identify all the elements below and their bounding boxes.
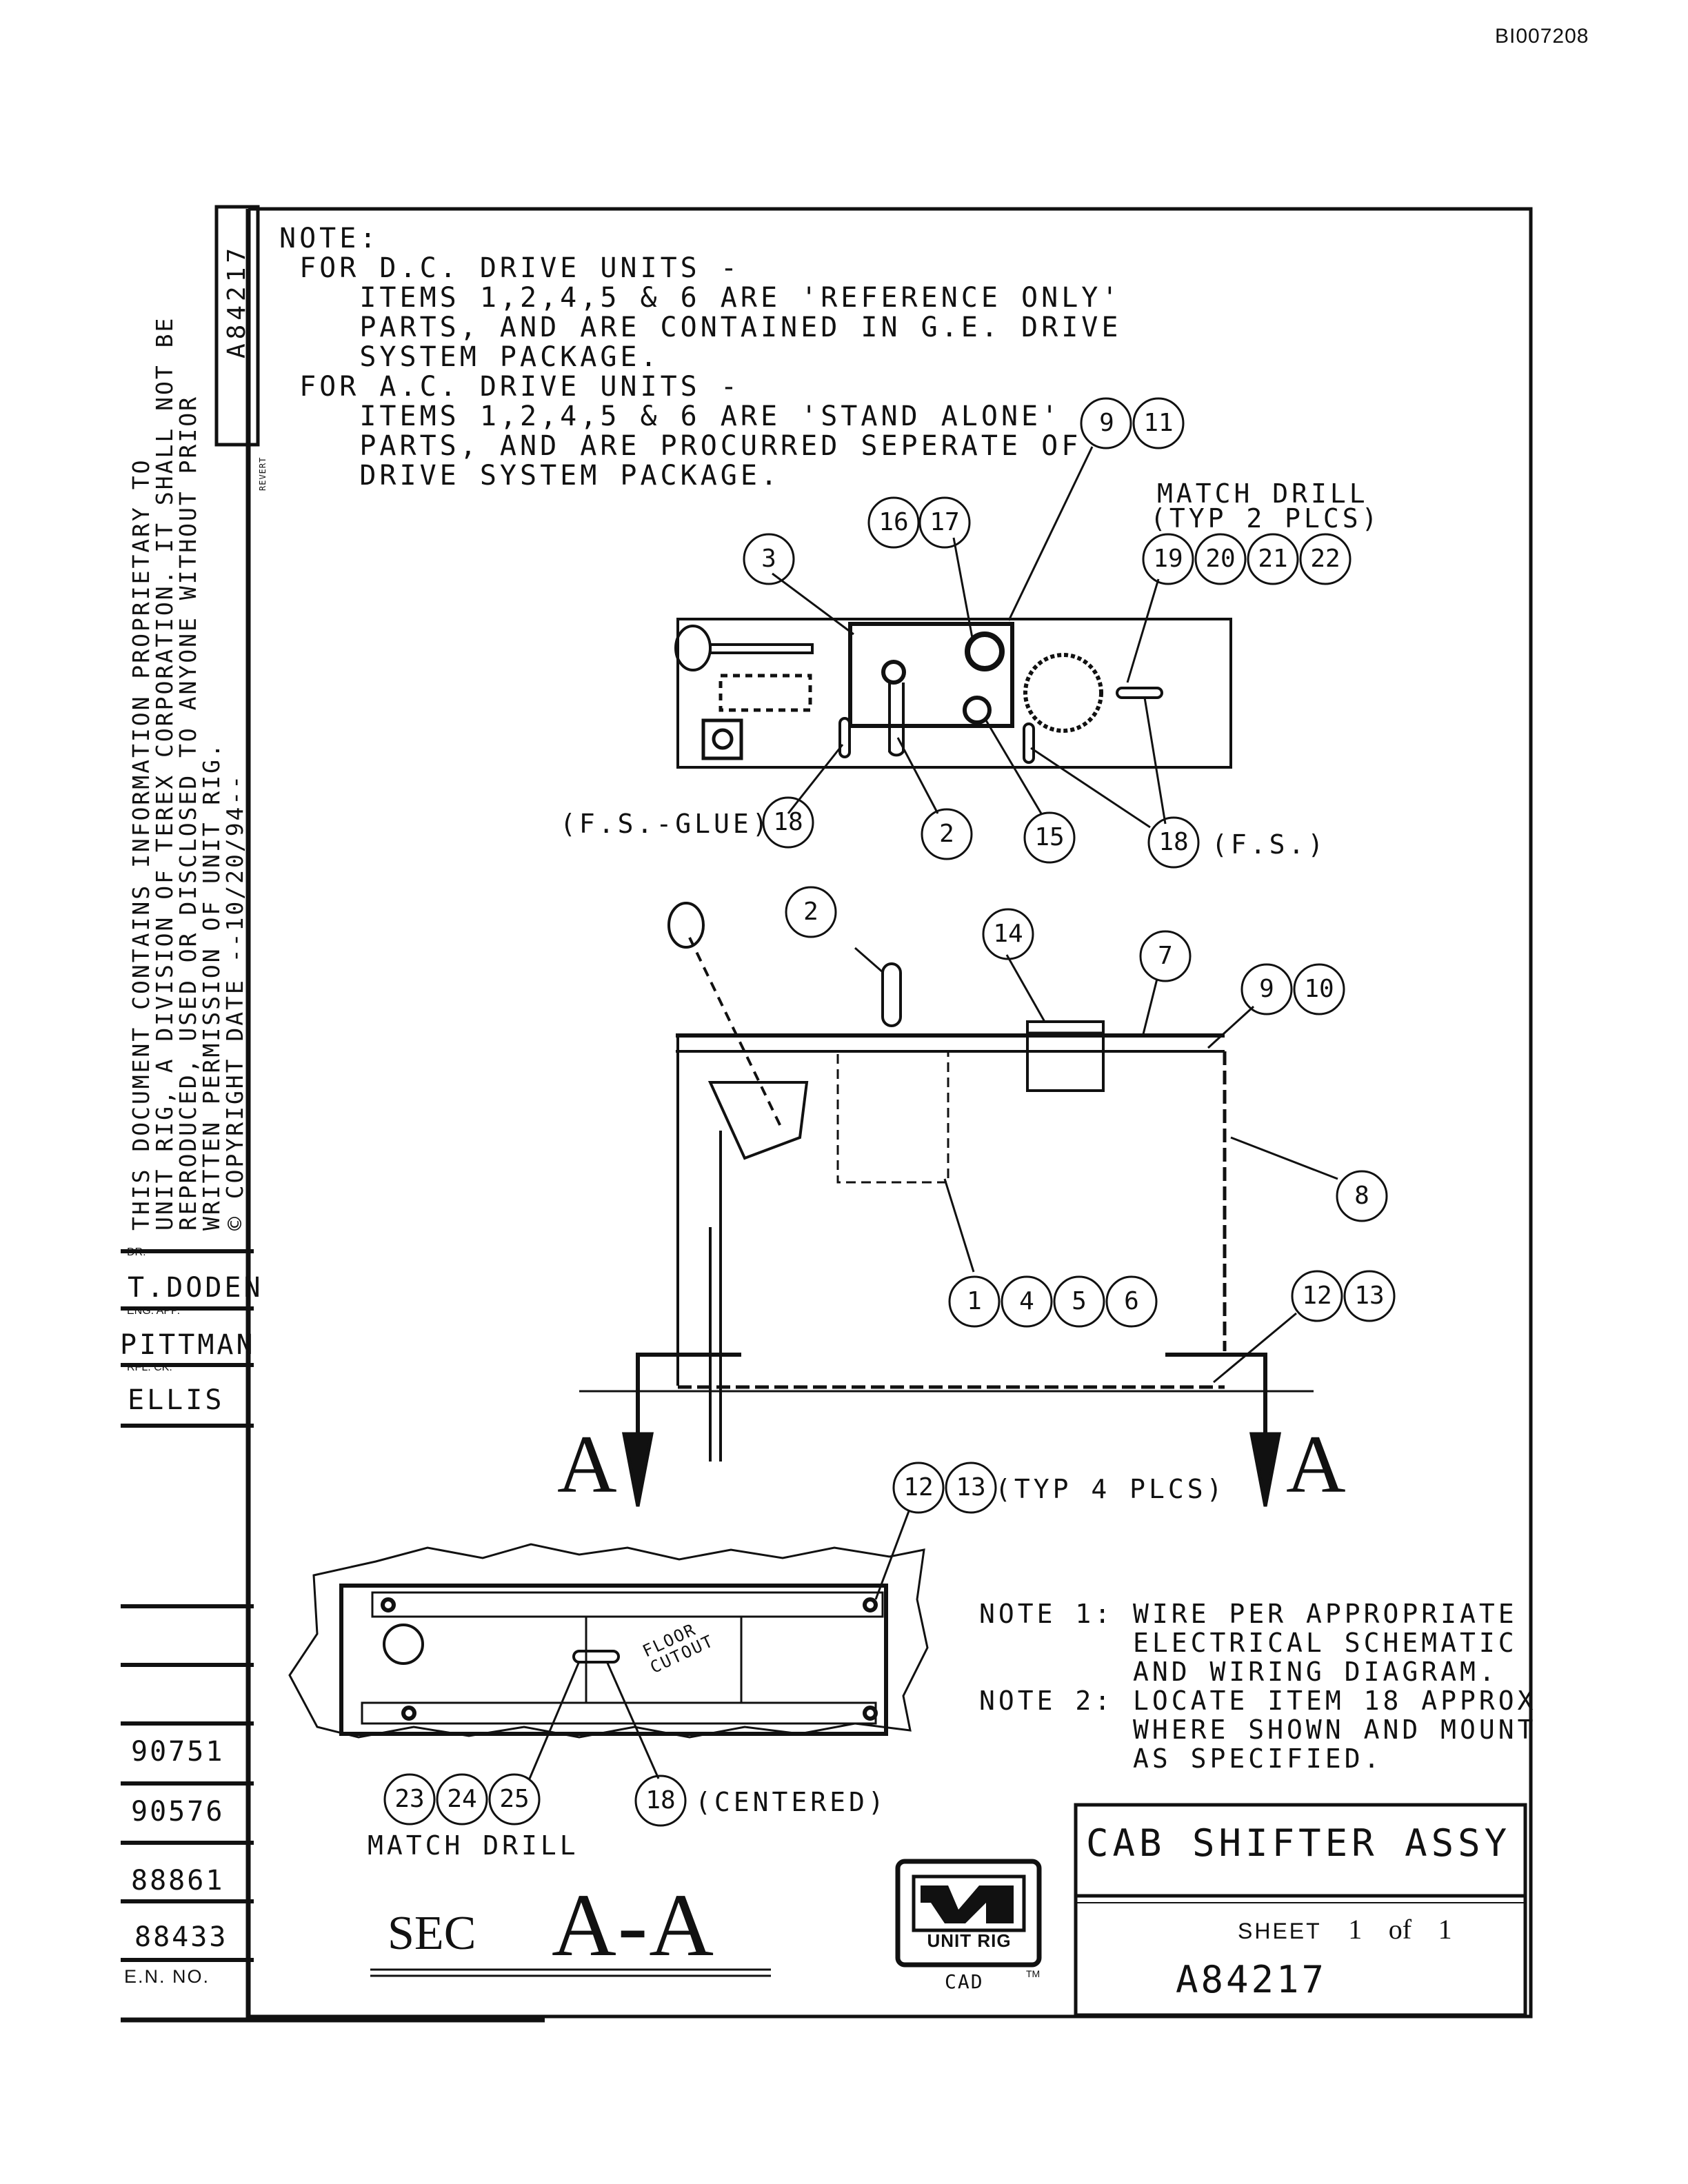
fs-glue-label: (F.S.-GLUE) (560, 809, 772, 839)
section-title-label: A-A (552, 1876, 716, 1975)
bubble-label: 24 (447, 1785, 477, 1813)
bubble-label: 6 (1124, 1287, 1139, 1315)
bubble-label: 12 (903, 1473, 934, 1502)
bubble-label: 9 (1259, 975, 1274, 1003)
copyright-line: © COPYRIGHT DATE --10/20/94-- (221, 773, 248, 1231)
typ-2-plcs-label: (TYP 2 PLCS) (1150, 503, 1381, 534)
note-line: WHERE SHOWN AND MOUNT (1133, 1715, 1537, 1745)
bubble-label: 5 (1072, 1287, 1087, 1315)
note-line: ELECTRICAL SCHEMATIC (1133, 1628, 1518, 1658)
centered-label: (CENTERED) (695, 1787, 887, 1817)
notes-title: NOTE: (279, 223, 380, 254)
bubble-label: 18 (1158, 828, 1189, 856)
bubble-label: 22 (1310, 545, 1340, 573)
bubble-label: 16 (878, 508, 909, 536)
match-drill-bottom-label: MATCH DRILL (368, 1830, 579, 1861)
bubble-label: 8 (1354, 1182, 1369, 1210)
signoff-name: PITTMAN (120, 1329, 256, 1361)
cad-label: CAD (945, 1970, 984, 1993)
title-block-drawing-number: A84217 (1176, 1958, 1327, 2001)
bubble-label: 23 (394, 1785, 425, 1813)
bubble-label: 9 (1099, 409, 1114, 437)
bubble-label: 19 (1153, 545, 1183, 573)
unit-rig-logo-text: UNIT RIG (927, 1930, 1012, 1951)
note-line: PARTS, AND ARE CONTAINED IN G.E. DRIVE (359, 312, 1122, 343)
note-line: FOR A.C. DRIVE UNITS - (299, 371, 741, 403)
bubble-label: 7 (1158, 942, 1173, 970)
note-line: FOR D.C. DRIVE UNITS - (299, 252, 741, 284)
sheet-total: 1 (1438, 1914, 1452, 1945)
top-notes: NOTE: FOR D.C. DRIVE UNITS - ITEMS 1,2,4… (279, 224, 1121, 491)
en-label: E.N. NO. (124, 1966, 210, 1987)
note-line: PARTS, AND ARE PROCURRED SEPERATE OF (359, 430, 1082, 462)
revert-label: REVERT (258, 456, 268, 491)
bubble-label: 13 (956, 1473, 986, 1502)
signoff-role: DR. (127, 1246, 146, 1258)
fs-label: (F.S.) (1212, 829, 1327, 860)
typ-4-plcs-label: (TYP 4 PLCS) (995, 1474, 1226, 1504)
bubble-label: 25 (499, 1785, 530, 1813)
bubble-label: 18 (773, 808, 803, 836)
section-mark-left: A (557, 1418, 617, 1510)
bubble-label: 15 (1034, 823, 1065, 851)
en-number: 88433 (134, 1921, 228, 1953)
bubble-label: 13 (1354, 1282, 1385, 1310)
bottom-notes: NOTE 1: WIRE PER APPROPRIATE ELECTRICAL … (979, 1599, 1536, 1773)
match-drill-label: MATCH DRILL (1157, 478, 1369, 509)
note-line: SYSTEM PACKAGE. (359, 341, 661, 373)
note-line: DRIVE SYSTEM PACKAGE. (359, 460, 781, 492)
bubble-label: 10 (1304, 975, 1334, 1003)
bubble-label: 21 (1258, 545, 1288, 573)
proprietary-notice: THIS DOCUMENT CONTAINS INFORMATION PROPR… (128, 316, 248, 1231)
sheet-number: 1 (1348, 1914, 1363, 1945)
item-bubbles (383, 397, 1396, 1827)
note-line: AND WIRING DIAGRAM. (1133, 1657, 1498, 1687)
signoff-name: T.DODEN (128, 1272, 263, 1304)
section-title-prefix: SEC (388, 1907, 476, 1960)
bubble-label: 4 (1019, 1287, 1034, 1315)
signoff-role: RFL. CK. (127, 1362, 172, 1373)
en-number: 88861 (131, 1865, 225, 1897)
note-line: ITEMS 1,2,4,5 & 6 ARE 'REFERENCE ONLY' (359, 282, 1122, 314)
bubble-label: 1 (967, 1287, 982, 1315)
note-line: ITEMS 1,2,4,5 & 6 ARE 'STAND ALONE' (359, 401, 1062, 432)
title-block-title: CAB SHIFTER ASSY (1086, 1821, 1511, 1865)
sheet-label: SHEET (1238, 1919, 1322, 1943)
of-label: of (1388, 1914, 1412, 1945)
note-line: LOCATE ITEM 18 APPROX (1133, 1686, 1537, 1716)
bubble-label: 18 (645, 1786, 676, 1814)
note-line: WIRE PER APPROPRIATE (1133, 1599, 1518, 1629)
bubble-label: 12 (1302, 1282, 1332, 1310)
note-line: AS SPECIFIED. (1133, 1743, 1383, 1774)
bubble-label: 17 (930, 508, 960, 536)
bubble-label: 2 (939, 820, 954, 848)
bubble-label: 14 (993, 920, 1023, 948)
en-number: 90751 (131, 1736, 225, 1768)
bubble-label: 3 (761, 545, 776, 573)
document-id: BI007208 (1495, 25, 1589, 48)
note-label: NOTE 1: (979, 1599, 1114, 1629)
signoff-role: ENG. APP. (127, 1305, 181, 1317)
bubble-label: 2 (803, 898, 818, 926)
en-number: 90576 (131, 1796, 225, 1828)
sheet-row: SHEET 1 of 1 (1238, 1913, 1452, 1945)
bubble-label: 11 (1143, 409, 1174, 437)
section-mark-right: A (1286, 1418, 1346, 1510)
bubble-label: 20 (1205, 545, 1236, 573)
sheet-frame (248, 207, 1533, 2019)
signoff-name: ELLIS (128, 1384, 225, 1416)
note-label: NOTE 2: (979, 1686, 1114, 1716)
trademark-label: TM (1026, 1968, 1041, 1979)
